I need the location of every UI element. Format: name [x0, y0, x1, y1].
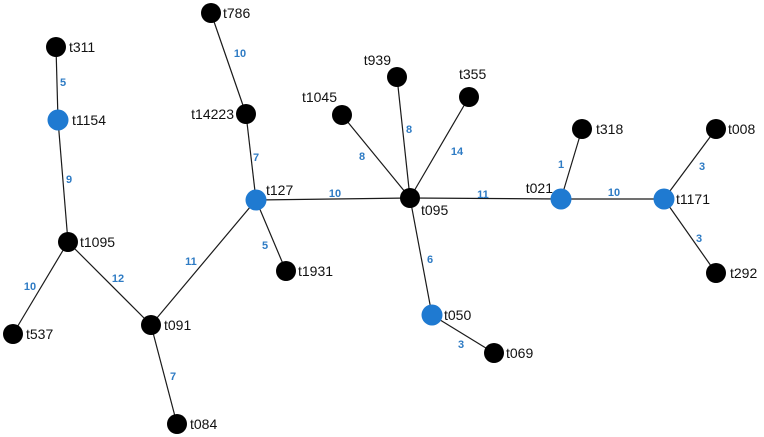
node-t292[interactable] [706, 263, 726, 283]
edge-weight-t1095-t091: 12 [112, 273, 124, 285]
edge-weight-t1171-t008: 3 [699, 161, 705, 173]
node-t939[interactable] [387, 67, 407, 87]
edge-t050-t069 [431, 314, 495, 354]
edge-t127-t1931 [255, 199, 287, 272]
node-label-t095: t095 [421, 202, 448, 218]
node-t1154[interactable] [47, 109, 69, 131]
edge-t1154-t1095 [57, 119, 69, 243]
edge-weight-t355-t095: 14 [451, 146, 464, 158]
edge-weight-t095-t021: 11 [477, 189, 489, 201]
node-t14223[interactable] [236, 104, 256, 124]
node-label-t069: t069 [506, 345, 533, 361]
edge-t939-t095 [396, 76, 411, 199]
edge-weight-t127-t095: 10 [329, 188, 341, 200]
node-t1171[interactable] [653, 188, 675, 210]
node-t1931[interactable] [276, 261, 296, 281]
node-label-t318: t318 [596, 121, 623, 137]
edge-t355-t095 [409, 96, 470, 199]
node-t050[interactable] [421, 304, 443, 326]
node-label-t1931: t1931 [298, 263, 333, 279]
node-label-t008: t008 [728, 121, 755, 137]
node-label-t091: t091 [164, 317, 191, 333]
edge-weight-t050-t069: 3 [458, 339, 464, 351]
edge-t1171-t008 [663, 128, 717, 200]
node-t008[interactable] [706, 119, 726, 139]
edge-t091-t084 [150, 324, 178, 425]
edge-weight-t14223-t127: 7 [253, 152, 259, 164]
edge-t1045-t095 [341, 114, 411, 199]
node-label-t1171: t1171 [676, 191, 710, 207]
edge-weight-t1154-t1095: 9 [66, 174, 72, 186]
nodes-layer [3, 3, 726, 434]
node-label-t1154: t1154 [72, 112, 106, 128]
node-label-t14223: t14223 [191, 106, 234, 122]
edge-t095-t021 [409, 197, 562, 200]
node-t318[interactable] [572, 119, 592, 139]
edge-weight-t021-t318: 1 [558, 159, 564, 171]
edge-weight-t1171-t292: 3 [696, 233, 702, 245]
node-label-t537: t537 [26, 326, 53, 342]
node-label-t355: t355 [459, 66, 486, 82]
edge-t14223-t127 [245, 113, 257, 201]
node-label-t050: t050 [444, 307, 471, 323]
node-t786[interactable] [201, 3, 221, 23]
node-label-t1095: t1095 [80, 234, 115, 250]
edge-weight-t021-t1171: 10 [608, 187, 620, 199]
edge-weight-t127-t1931: 5 [262, 240, 268, 252]
edge-t127-t095 [255, 197, 411, 201]
edge-weight-t1045-t095: 8 [359, 151, 365, 163]
node-labels-layer: t786 t311 t1154 t14223 t939 t355 t1045 t318 t008… [26, 5, 757, 432]
edge-t1171-t292 [663, 198, 717, 274]
node-label-t939: t939 [364, 52, 391, 68]
node-label-t786: t786 [223, 5, 250, 21]
node-label-t292: t292 [730, 265, 757, 281]
node-t1095[interactable] [58, 232, 78, 252]
node-label-t021: t021 [526, 180, 553, 196]
edge-weight-t1095-t537: 10 [24, 281, 36, 293]
node-label-t1045: t1045 [302, 89, 337, 105]
edge-t021-t318 [560, 128, 583, 200]
edges-layer [12, 12, 717, 425]
node-t1045[interactable] [332, 105, 352, 125]
node-label-t127: t127 [266, 182, 293, 198]
edge-weight-t091-t084: 7 [170, 371, 176, 383]
node-t355[interactable] [459, 87, 479, 107]
edge-t095-t050 [409, 197, 433, 316]
node-t069[interactable] [484, 343, 504, 363]
node-label-t311: t311 [69, 39, 95, 55]
edge-t786-t14223 [210, 12, 247, 115]
node-t537[interactable] [3, 324, 23, 344]
edge-t1095-t091 [67, 241, 152, 326]
node-t311[interactable] [46, 37, 66, 57]
node-t095[interactable] [400, 188, 420, 208]
node-label-t084: t084 [190, 416, 217, 432]
edge-weight-t939-t095: 8 [406, 124, 412, 136]
edge-t311-t1154 [55, 46, 59, 121]
node-t127[interactable] [245, 189, 267, 211]
edge-weight-t311-t1154: 5 [60, 77, 66, 89]
node-t021[interactable] [550, 188, 572, 210]
edge-t091-t127 [150, 199, 257, 326]
node-t091[interactable] [141, 315, 161, 335]
edge-t1095-t537 [12, 241, 69, 335]
edge-weight-t786-t14223: 10 [234, 48, 246, 60]
node-t084[interactable] [167, 414, 187, 434]
edge-weight-t091-t127: 11 [185, 256, 197, 268]
edge-weight-t095-t050: 6 [427, 254, 433, 266]
edge-labels-layer: 10 7 5 9 10 12 11 7 5 10 8 8 14 11 6 3 1 10 3 3 [24, 48, 705, 383]
